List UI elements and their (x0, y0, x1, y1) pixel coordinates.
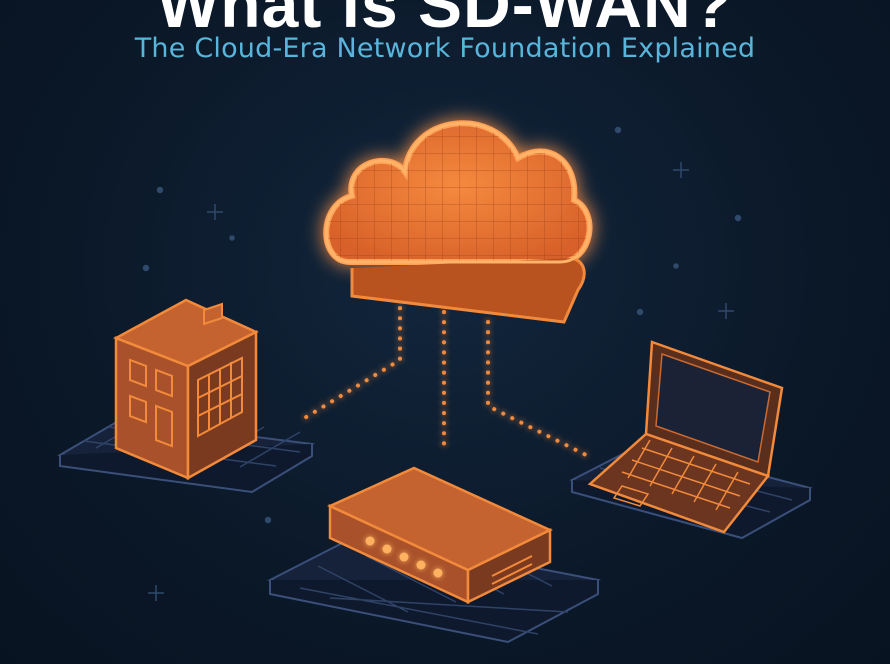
page-title: What is SD-WAN? (157, 0, 733, 41)
page-subtitle: The Cloud-Era Network Foundation Explain… (134, 33, 756, 64)
router-icon (266, 466, 601, 644)
office-building-icon (56, 298, 315, 494)
background-stars (142, 126, 742, 601)
cloud-icon (323, 120, 593, 324)
laptop-icon (569, 340, 813, 540)
connection-lines (296, 296, 590, 458)
